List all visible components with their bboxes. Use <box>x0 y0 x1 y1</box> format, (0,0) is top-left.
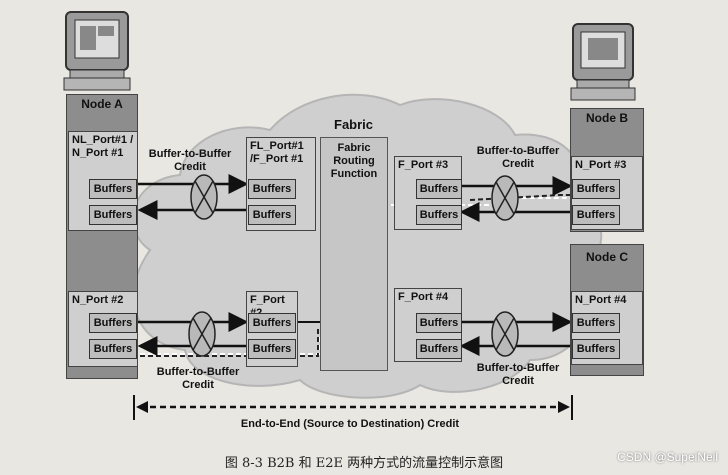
credit-valve-bottom-right <box>491 311 519 357</box>
buffers-f4-top: Buffers <box>416 313 462 333</box>
buffers-f2-bottom: Buffers <box>248 339 296 359</box>
buffers-a1-bottom: Buffers <box>89 205 137 225</box>
credit-valve-top-left <box>190 174 218 220</box>
end-to-end-arrow <box>133 395 573 420</box>
node-a-port-1-label: NL_Port#1 / N_Port #1 <box>72 134 134 159</box>
buffers-c-bottom: Buffers <box>572 339 620 359</box>
node-a-computer-icon <box>63 11 131 91</box>
fabric-port-fl1-label: FL_Port#1 /F_Port #1 <box>250 140 304 165</box>
node-b-port-label: N_Port #3 <box>575 159 627 171</box>
buffers-fl1-bottom: Buffers <box>248 205 296 225</box>
fabric-port-f3-label: F_Port #3 <box>398 159 449 171</box>
buffers-a2-bottom: Buffers <box>89 339 137 359</box>
fabric-title: Fabric <box>334 117 374 132</box>
credit-label-top-right: Buffer-to-Buffer Credit <box>476 145 560 170</box>
watermark: CSDN @SupeiNeil <box>617 450 718 464</box>
node-b-computer-icon <box>570 23 636 101</box>
node-a-port-2-label: N_Port #2 <box>72 294 124 306</box>
credit-valve-top-right <box>491 175 519 221</box>
credit-label-bottom-right: Buffer-to-Buffer Credit <box>476 362 560 387</box>
fabric-routing-label: Fabric Routing Function <box>330 142 378 180</box>
buffers-fl1-top: Buffers <box>248 179 296 199</box>
credit-label-bottom-left: Buffer-to-Buffer Credit <box>156 366 240 391</box>
end-to-end-credit-label: End-to-End (Source to Destination) Credi… <box>240 418 460 430</box>
fabric-routing-function: Fabric Routing Function <box>320 137 388 371</box>
buffers-f3-top: Buffers <box>416 179 462 199</box>
fabric-port-f4-label: F_Port #4 <box>398 291 449 303</box>
buffers-f3-bottom: Buffers <box>416 205 462 225</box>
node-b-title: Node B <box>586 111 628 125</box>
node-c-title: Node C <box>586 250 628 264</box>
buffers-a1-top: Buffers <box>89 179 137 199</box>
figure-caption: 图 8-3 B2B 和 E2E 两种方式的流量控制示意图 <box>224 456 504 471</box>
buffers-a2-top: Buffers <box>89 313 137 333</box>
buffers-f2-top: Buffers <box>248 313 296 333</box>
credit-label-top-left: Buffer-to-Buffer Credit <box>148 148 232 173</box>
node-c-port-label: N_Port #4 <box>575 294 627 306</box>
node-a-title: Node A <box>81 97 123 111</box>
credit-valve-bottom-left <box>188 311 216 357</box>
buffers-c-top: Buffers <box>572 313 620 333</box>
buffers-b-bottom: Buffers <box>572 205 620 225</box>
buffers-f4-bottom: Buffers <box>416 339 462 359</box>
buffers-b-top: Buffers <box>572 179 620 199</box>
